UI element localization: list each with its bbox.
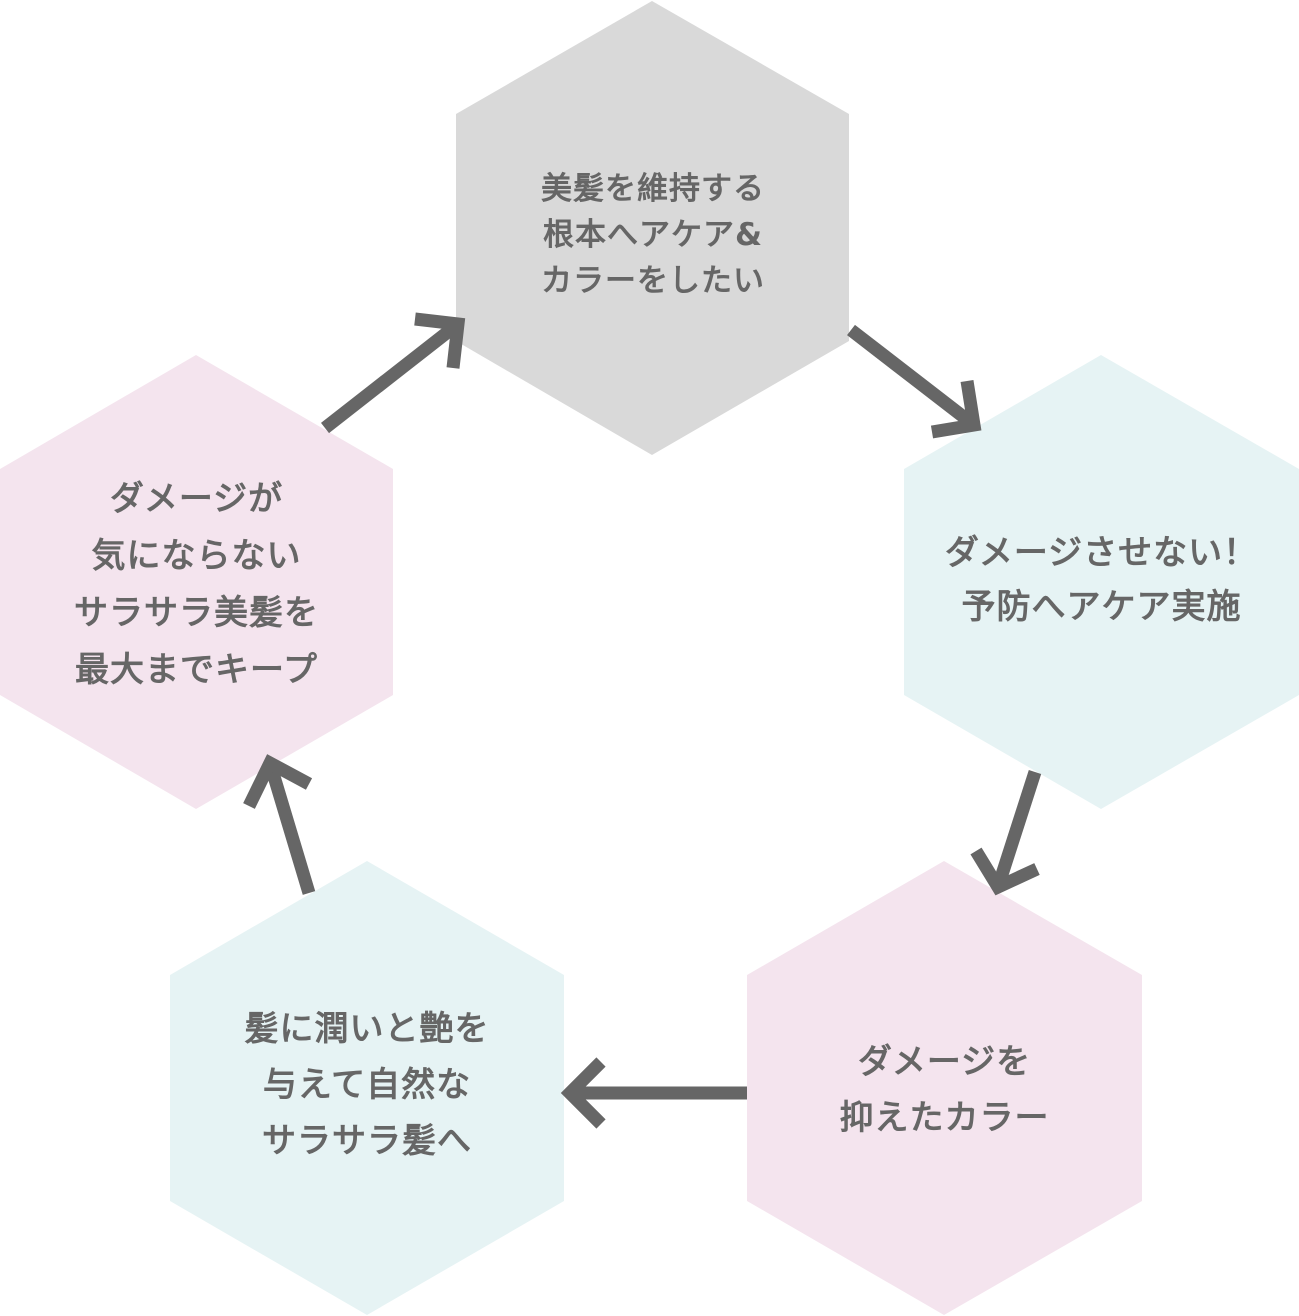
step-1-line-2: 根本へアケア& <box>542 217 764 253</box>
step-4-line-2: 与えて自然な <box>262 1065 472 1105</box>
step-2-line-1: ダメージさせない！ <box>944 533 1259 573</box>
step-5-line-1: ダメージが <box>109 479 284 519</box>
arrow-step-1-to-step-2 <box>847 324 982 439</box>
step-3-line-2: 抑えたカラー <box>839 1098 1050 1138</box>
hexagon-step-3 <box>747 861 1142 1315</box>
step-5-line-2: 気にならない <box>91 536 302 576</box>
step-5-line-3: サラサラ美髪を <box>74 593 319 633</box>
step-3-line-1: ダメージを <box>857 1042 1032 1082</box>
arrow-step-2-to-step-3 <box>970 770 1042 896</box>
hexagon-step-5 <box>0 355 393 809</box>
step-4-line-3: サラサラ髪へ <box>262 1121 472 1161</box>
step-2-label: ダメージさせない！ 予防へアケア実施 <box>904 520 1299 640</box>
step-4-line-1: 髪に潤いと艶を <box>244 1009 490 1049</box>
hexagon-step-1 <box>456 1 849 455</box>
arrow-step-3-to-step-4 <box>560 1057 747 1129</box>
step-2-line-2: 予防へアケア実施 <box>961 587 1242 627</box>
step-5-label: ダメージが 気にならない サラサラ美髪を 最大までキープ <box>0 465 393 705</box>
arrow-step-5-to-step-1 <box>320 312 466 434</box>
hexagon-step-4 <box>170 861 564 1315</box>
arrow-step-4-to-step-5 <box>243 754 316 895</box>
step-4-label: 髪に潤いと艶を 与えて自然な サラサラ髪へ <box>170 1000 564 1170</box>
hexagon-step-2 <box>904 355 1299 809</box>
step-1-line-1: 美髪を維持する <box>541 171 765 207</box>
step-5-line-4: 最大までキープ <box>75 650 318 690</box>
step-1-line-3: カラーをしたい <box>541 263 765 299</box>
step-1-label: 美髪を維持する 根本へアケア& カラーをしたい <box>456 150 850 320</box>
step-3-label: ダメージを 抑えたカラー <box>747 1030 1142 1150</box>
